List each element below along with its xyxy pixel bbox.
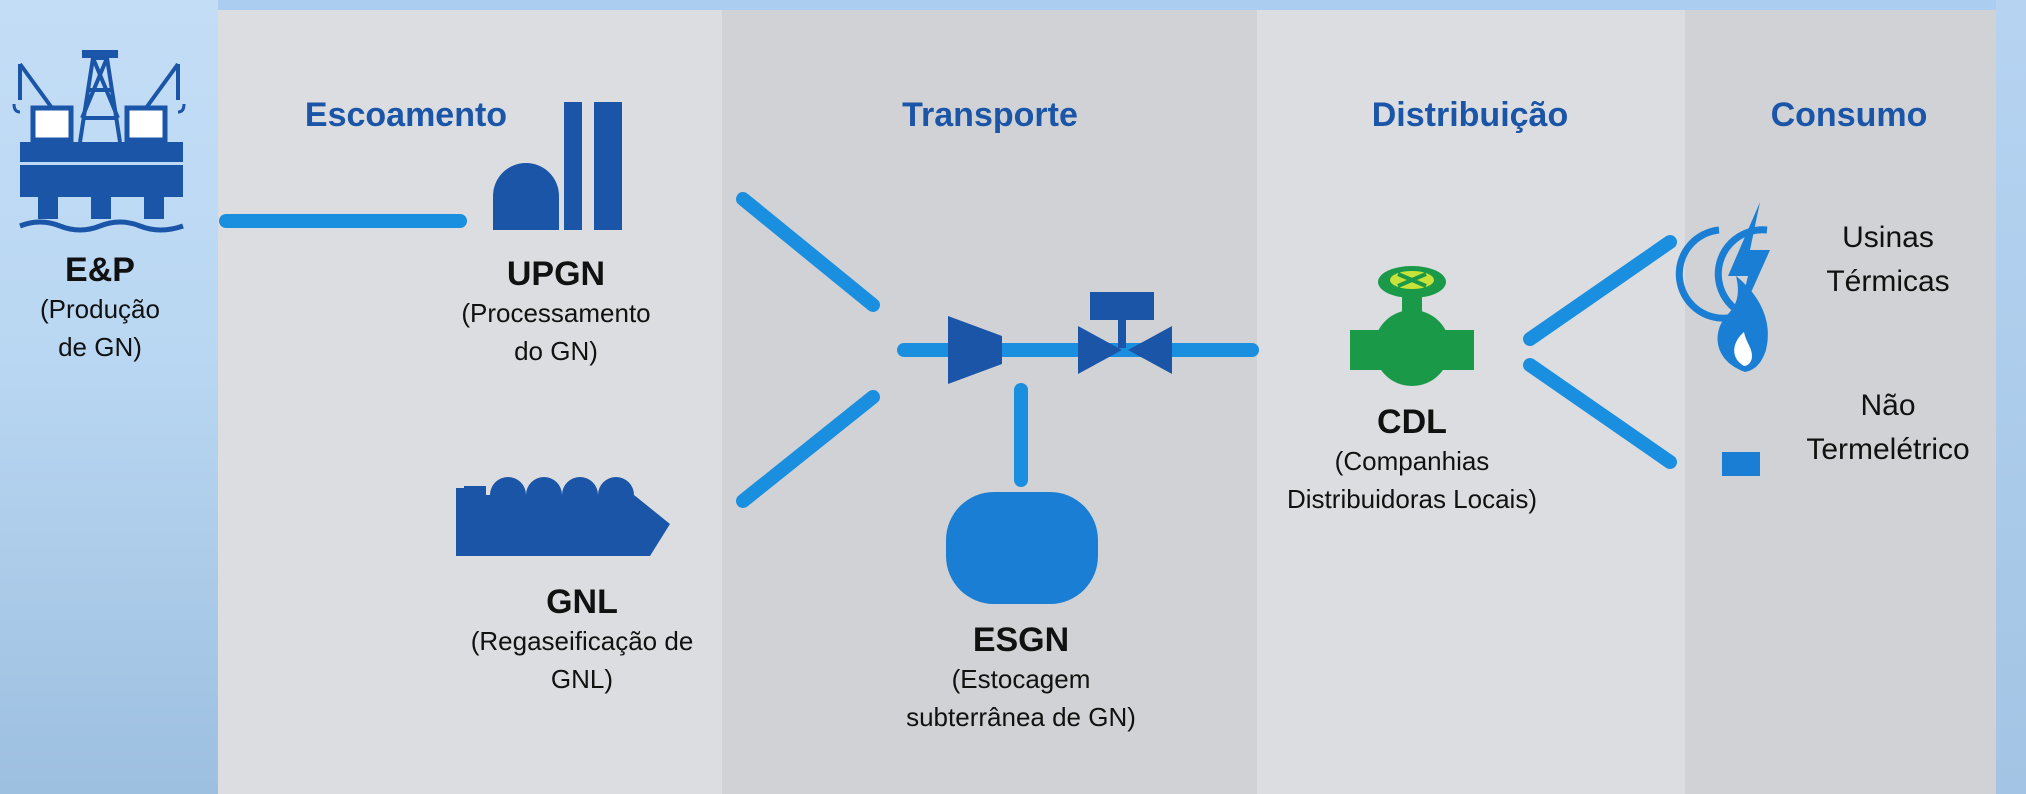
pipe-gnl-transport [736, 390, 880, 508]
valve-icon [1350, 266, 1474, 386]
compressor-icon [948, 316, 1002, 384]
gnl-name: GNL [546, 583, 618, 621]
consumo-band [1685, 10, 1996, 794]
nao-termeletrico-line-2: Termelétrico [1806, 433, 1970, 466]
header-distribuicao: Distribuição [1371, 96, 1569, 134]
usinas-line-2: Térmicas [1826, 265, 1950, 298]
esgn-label: ESGN (Estocagem subterrânea de GN) [906, 620, 1136, 736]
upgn-desc-line-1: (Processamento [461, 298, 651, 328]
upgn-label: UPGN (Processamento do GN) [461, 254, 650, 370]
gnl-desc-line-1: (Regaseificação de [470, 626, 694, 656]
ep-desc-line-1: (Produção [40, 294, 160, 324]
ep-desc-line-2: de GN) [58, 332, 142, 362]
esgn-name: ESGN [972, 621, 1070, 659]
distribuicao-band [1257, 10, 1685, 794]
pipe-cdl-nao-termeletrico [1523, 358, 1677, 469]
header-escoamento: Escoamento [304, 96, 508, 134]
storage-tank-icon [946, 492, 1098, 604]
processing-plant-icon [493, 102, 622, 230]
transport-valve-icon [1078, 292, 1172, 374]
upgn-name: UPGN [506, 255, 606, 293]
right-edge-background [1996, 0, 2026, 794]
ep-name: E&P [65, 251, 135, 289]
upgn-desc-line-2: do GN) [514, 336, 598, 366]
ep-label: E&P (Produção de GN) [40, 250, 160, 366]
esgn-desc-line-2: subterrânea de GN) [906, 702, 1136, 732]
offshore-platform-icon [12, 50, 186, 233]
esgn-desc-line-1: (Estocagem [951, 664, 1091, 694]
header-consumo: Consumo [1770, 96, 1928, 134]
usinas-label: Usinas Térmicas [1826, 216, 1949, 304]
transporte-band [722, 10, 1257, 794]
lng-ship-icon [456, 477, 670, 556]
nao-termeletrico-label: Não Termelétrico [1806, 384, 1969, 472]
pipe-upgn-transport [736, 192, 880, 312]
escoamento-band [218, 10, 722, 794]
gnl-label: GNL (Regaseificação de GNL) [471, 582, 694, 698]
gnl-desc-line-2: GNL) [550, 664, 614, 694]
cdl-desc-line-1: (Companhias [1334, 446, 1490, 476]
flame-icon [1717, 276, 1768, 476]
header-transporte: Transporte [902, 96, 1078, 134]
cdl-name: CDL [1377, 403, 1447, 441]
pipe-cdl-usinas [1523, 235, 1677, 346]
usinas-line-1: Usinas [1842, 221, 1934, 254]
nao-termeletrico-line-1: Não [1860, 389, 1916, 422]
cdl-label: CDL (Companhias Distribuidoras Locais) [1287, 402, 1537, 518]
cdl-desc-line-2: Distribuidoras Locais) [1287, 484, 1537, 514]
